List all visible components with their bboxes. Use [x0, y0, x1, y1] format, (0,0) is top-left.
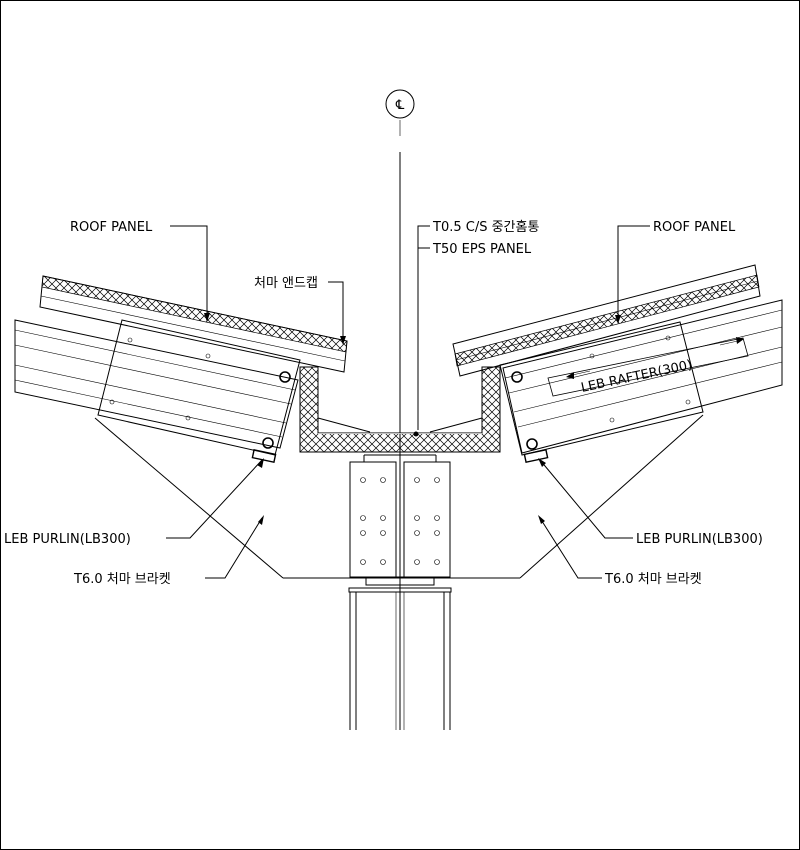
left-bolt-top [279, 371, 291, 383]
steel-column [283, 454, 520, 730]
column-cap-left [349, 461, 397, 578]
centerline-symbol: ℄ [395, 98, 405, 113]
left-bolt-bottom [262, 437, 274, 449]
label-bracket-right: T6.0 처마 브라켓 [604, 572, 702, 587]
column-cap-right [403, 461, 451, 578]
centerline: ℄ [385, 89, 415, 730]
right-purlin-body [502, 299, 783, 454]
label-gutter: T0.5 C/S 중간홈통 [432, 220, 539, 235]
label-purlin-left: LEB PURLIN(LB300) [4, 532, 131, 547]
right-bolt-bottom [526, 438, 538, 450]
left-panel-insulation [41, 275, 348, 353]
label-bracket-left: T6.0 처마 브라켓 [73, 572, 171, 587]
label-purlin-right: LEB PURLIN(LB300) [636, 532, 763, 547]
left-purlin-body [14, 319, 299, 449]
annotations: ROOF PANEL 처마 앤드캡 T0.5 C/S 중간홈통 T50 EPS … [4, 220, 763, 587]
central-gutter [299, 366, 501, 453]
label-roof-panel-right: ROOF PANEL [653, 220, 736, 235]
left-roof-assembly [14, 275, 348, 579]
right-rafter-outline [547, 337, 749, 397]
label-roof-panel-left: ROOF PANEL [70, 220, 153, 235]
rafter-label: LEB RAFTER(300) [580, 358, 694, 396]
label-end-cap: 처마 앤드캡 [254, 276, 318, 291]
right-bracket-plate [499, 321, 704, 456]
right-bolt-top [511, 371, 523, 383]
label-eps-panel: T50 EPS PANEL [432, 242, 532, 257]
